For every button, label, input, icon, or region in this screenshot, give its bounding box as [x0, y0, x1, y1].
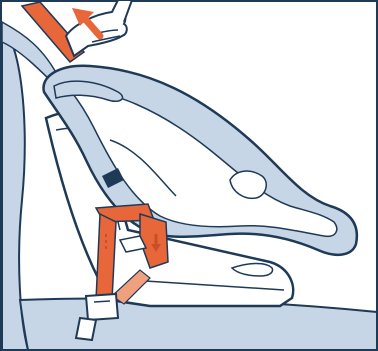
illustration-canvas [0, 0, 378, 351]
car-seat-installation-illustration [0, 0, 378, 351]
